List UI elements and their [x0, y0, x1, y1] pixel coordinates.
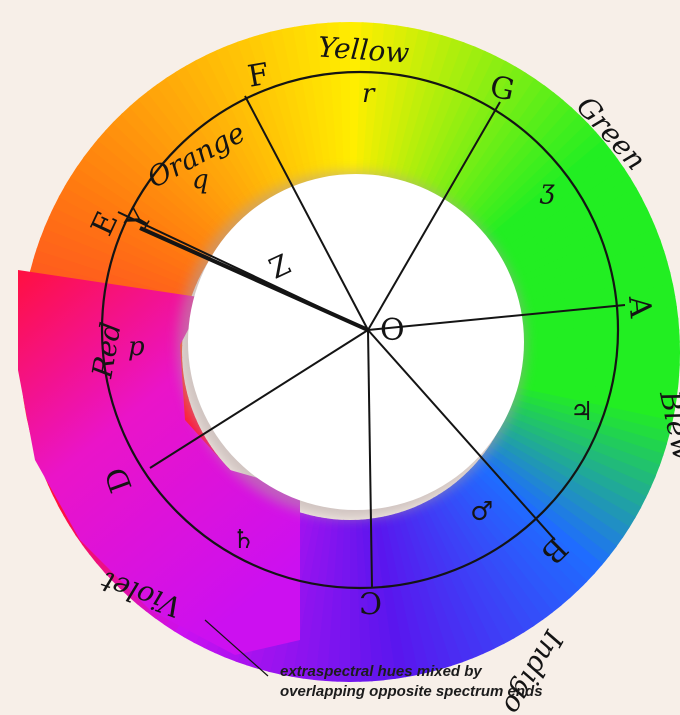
mark-red: p — [128, 332, 145, 362]
letter-A: A — [621, 294, 658, 320]
letter-O-center: O — [380, 313, 405, 348]
label-yellow: Yellow — [317, 30, 410, 69]
caption-line-2: overlapping opposite spectrum ends — [280, 682, 543, 702]
inner-disk — [188, 174, 524, 510]
mark-yellow: r — [362, 79, 376, 109]
mark-blew: ♃ — [570, 397, 593, 427]
mark-violet: ♄ — [232, 525, 255, 555]
caption-line-1: extraspectral hues mixed by — [280, 662, 543, 682]
letter-C: C — [359, 584, 382, 619]
mark-green: ʒ — [539, 175, 555, 205]
mark-orange: q — [192, 165, 209, 195]
extraspectral-caption: extraspectral hues mixed by overlapping … — [280, 662, 543, 702]
mark-indigo: ♂ — [470, 497, 493, 527]
